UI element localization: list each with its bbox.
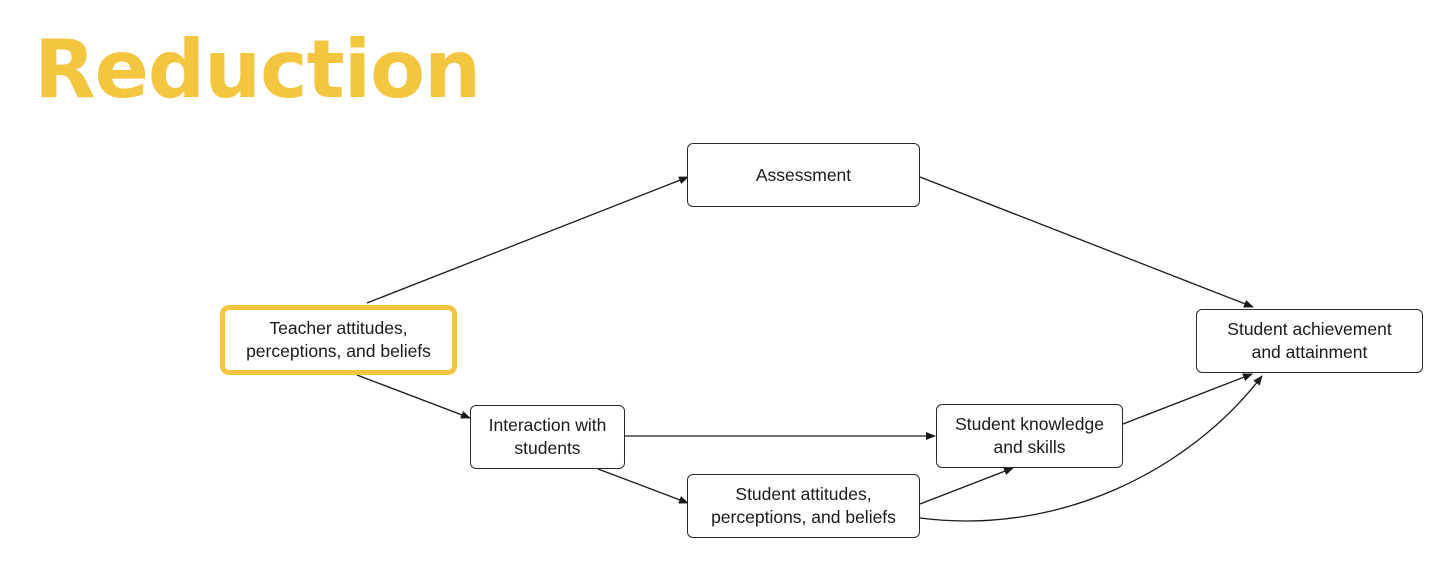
arrow-teacher-to-interaction [356,374,471,419]
node-student-attitudes: Student attitudes, perceptions, and beli… [687,474,920,538]
node-student-achievement: Student achievement and attainment [1196,309,1423,373]
node-student-attitudes-label: Student attitudes, perceptions, and beli… [711,484,896,527]
node-teacher-attitudes-label: Teacher attitudes, perceptions, and beli… [246,318,431,361]
node-student-knowledge: Student knowledge and skills [936,404,1123,468]
node-assessment-label: Assessment [755,164,852,185]
slide-title: Reduction [34,23,481,116]
node-interaction-with-students-label: Interaction with students [488,415,607,458]
node-interaction-with-students: Interaction with students [470,405,625,469]
node-student-knowledge-label: Student knowledge and skills [955,414,1104,457]
arrow-teacher-to-assessment [366,176,689,304]
arrow-knowledge-to-achievement [1122,373,1253,425]
arrow-assessment-to-achievement [919,176,1254,308]
node-student-achievement-label: Student achievement and attainment [1227,319,1392,362]
node-teacher-attitudes: Teacher attitudes, perceptions, and beli… [220,305,457,375]
arrow-interaction-to-student-attitudes [597,468,689,504]
arrow-student-attitudes-to-achievement [919,375,1263,522]
arrow-student-attitudes-to-knowledge [919,467,1014,505]
node-assessment: Assessment [687,143,920,207]
